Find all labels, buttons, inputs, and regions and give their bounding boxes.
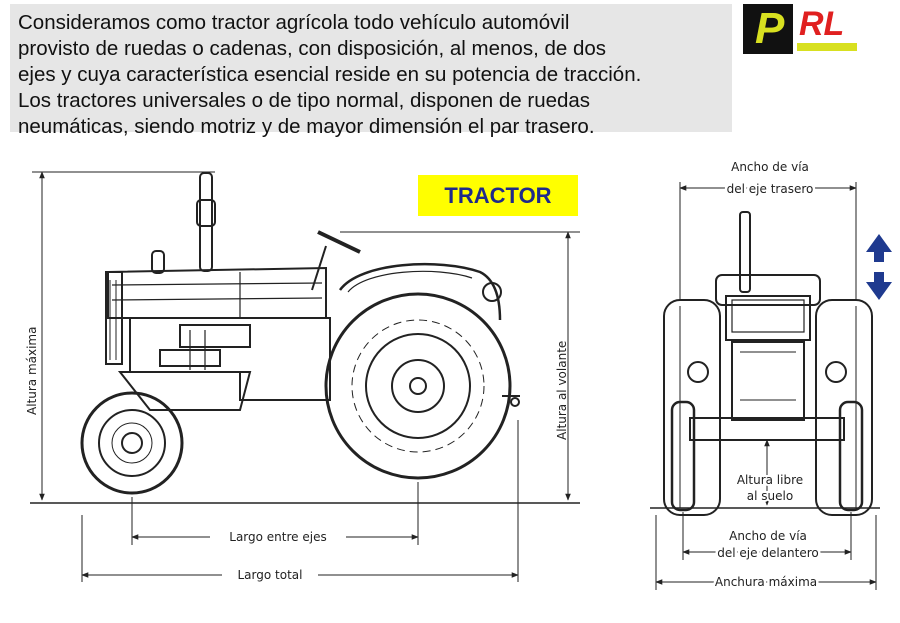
intro-box [10, 4, 732, 132]
label-anchura-maxima: Anchura máxima [715, 575, 817, 589]
logo-letters-rl: RL [799, 5, 845, 43]
label-ancho-via-trasero-1: Ancho de vía [731, 160, 809, 174]
prl-logo: P RL [743, 2, 859, 57]
label-ancho-via-delantero-2: del eje delantero [717, 546, 818, 560]
label-ancho-via-delantero-1: Ancho de vía [729, 529, 807, 543]
side-view [30, 171, 580, 582]
title-box [418, 175, 578, 216]
label-altura-maxima: Altura máxima [25, 327, 39, 415]
label-altura-volante: Altura al volante [555, 341, 569, 440]
intro-text: Consideramos como tractor agrícola todo … [18, 11, 642, 138]
logo-letter-p: P [755, 4, 785, 53]
logo-black-square [743, 4, 793, 54]
label-largo-total: Largo total [238, 568, 303, 582]
label-largo-entre-ejes: Largo entre ejes [229, 530, 326, 544]
front-view [650, 182, 880, 590]
label-altura-libre-2: al suelo [747, 489, 793, 503]
label-ancho-via-trasero-2: del eje trasero [727, 182, 814, 196]
diagram-title: TRACTOR [444, 183, 552, 208]
label-altura-libre-1: Altura libre [737, 473, 803, 487]
logo-underline [797, 43, 857, 51]
up-down-arrow-icon [866, 234, 892, 300]
